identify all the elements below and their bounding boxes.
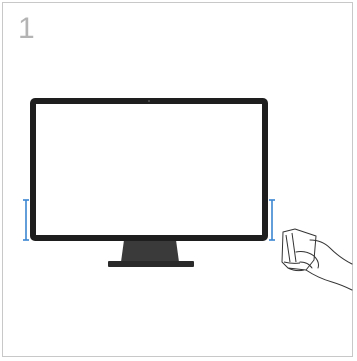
monitor-screen bbox=[36, 104, 262, 235]
monitor-icon bbox=[30, 98, 268, 267]
camera-dot bbox=[148, 100, 150, 102]
monitor-stand-base bbox=[108, 261, 194, 267]
measure-indicator-icon bbox=[23, 200, 29, 240]
monitor-stand-neck bbox=[121, 240, 179, 262]
cleaning-cloth-icon bbox=[282, 229, 316, 271]
measure-indicator-icon bbox=[269, 200, 275, 240]
